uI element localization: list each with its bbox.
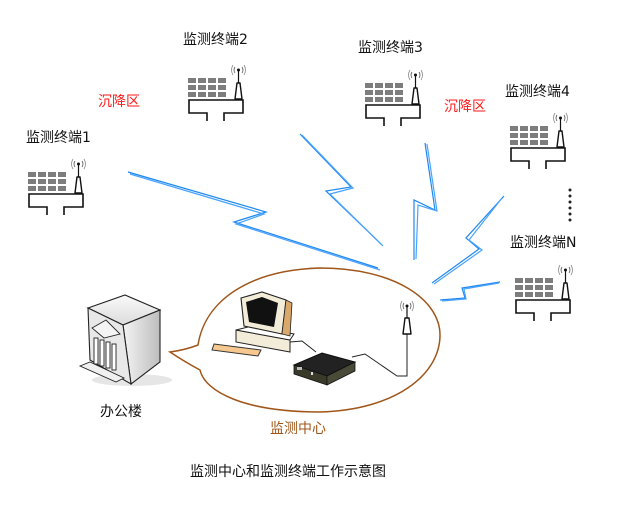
wireless-link-t1 (127, 171, 381, 271)
diagram-title: 监测中心和监测终端工作示意图 (190, 464, 386, 480)
wireless-link-t3 (413, 142, 438, 260)
office-building-label: 办公楼 (100, 404, 142, 420)
terminal-3-icon (364, 69, 424, 127)
wireless-link-t2 (299, 133, 384, 247)
monitoring-center-outline (167, 267, 441, 413)
terminal-2-label: 监测终端2 (183, 32, 248, 48)
computer-icon (211, 291, 295, 357)
terminal-n-label: 监测终端N (510, 235, 577, 251)
terminal-4-label: 监测终端4 (505, 84, 570, 100)
more-terminals-dots (568, 188, 572, 222)
modem-icon (292, 352, 357, 386)
cable-computer-modem (289, 340, 317, 353)
terminal-n-icon (514, 264, 574, 322)
subsidence-zone-label-1: 沉降区 (98, 94, 140, 110)
terminal-3-label: 监测终端3 (358, 40, 423, 56)
terminal-4-icon (509, 112, 569, 170)
office-building-icon (78, 294, 172, 386)
monitoring-center-label: 监测中心 (270, 421, 326, 437)
center-antenna-icon (399, 300, 415, 335)
subsidence-zone-label-2: 沉降区 (444, 99, 486, 115)
terminal-1-label: 监测终端1 (26, 130, 91, 146)
terminal-1-icon (27, 158, 87, 216)
wireless-links (127, 133, 505, 302)
wireless-link-t4 (431, 195, 505, 285)
cable-modem-antenna (351, 331, 408, 377)
terminal-2-icon (187, 64, 247, 122)
wireless-link-tn (439, 281, 501, 302)
